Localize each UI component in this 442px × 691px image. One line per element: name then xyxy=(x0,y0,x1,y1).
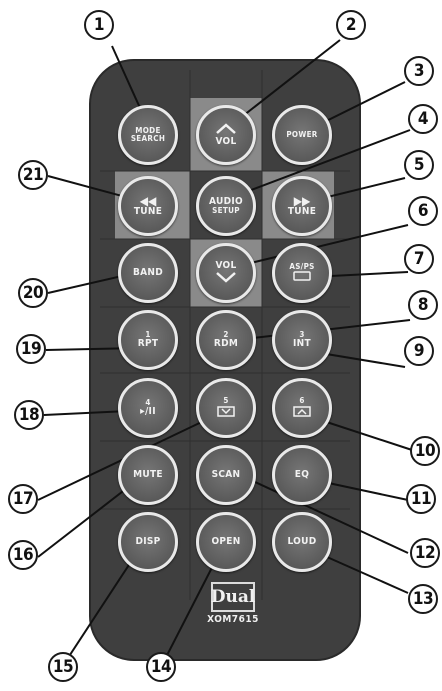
callout-20: 20 xyxy=(18,278,48,308)
callout-9: 9 xyxy=(404,336,434,366)
power-label: POWER xyxy=(286,131,317,139)
preset-6-button[interactable]: 6 xyxy=(272,378,332,438)
loud-button[interactable]: LOUD xyxy=(272,512,332,572)
fast-forward-icon: ▶▶ xyxy=(294,195,311,207)
mute-button[interactable]: MUTE xyxy=(118,445,178,505)
callout-6: 6 xyxy=(408,196,438,226)
setup-label: SETUP xyxy=(212,207,240,215)
band-button[interactable]: BAND xyxy=(118,243,178,303)
callout-3: 3 xyxy=(404,56,434,86)
mode-search-button[interactable]: MODE SEARCH xyxy=(118,105,178,165)
callout-8: 8 xyxy=(408,290,438,320)
tune-back-button[interactable]: ◀◀ TUNE xyxy=(118,176,178,236)
loud-label: LOUD xyxy=(288,537,317,548)
tune-forward-button[interactable]: ▶▶ TUNE xyxy=(272,176,332,236)
callout-16: 16 xyxy=(8,540,38,570)
callout-18: 18 xyxy=(14,400,44,430)
callout-5: 5 xyxy=(404,150,434,180)
callout-14: 14 xyxy=(146,652,176,682)
preset-2-rdm-button[interactable]: 2 RDM xyxy=(196,310,256,370)
callout-2: 2 xyxy=(336,10,366,40)
int-label: INT xyxy=(293,339,311,350)
vol-down-button[interactable]: VOL xyxy=(196,243,256,303)
rpt-label: RPT xyxy=(138,339,159,350)
as-ps-button[interactable]: AS/PS xyxy=(272,243,332,303)
folder-up-icon xyxy=(293,406,311,419)
preset-5-number: 5 xyxy=(223,397,228,405)
chevron-down-icon xyxy=(215,271,237,285)
tune-back-label: TUNE xyxy=(134,207,162,218)
search-label: SEARCH xyxy=(131,135,165,143)
eq-label: EQ xyxy=(295,470,309,481)
band-label: BAND xyxy=(133,268,163,279)
callout-4: 4 xyxy=(408,104,438,134)
callout-19: 19 xyxy=(16,334,46,364)
callout-21: 21 xyxy=(18,160,48,190)
audio-setup-button[interactable]: AUDIO SETUP xyxy=(196,176,256,236)
preset-1-rpt-button[interactable]: 1 RPT xyxy=(118,310,178,370)
preset-4-play-pause-button[interactable]: 4 ▸/II xyxy=(118,378,178,438)
rdm-label: RDM xyxy=(214,339,238,350)
preset-6-number: 6 xyxy=(299,397,304,405)
callout-13: 13 xyxy=(408,584,438,614)
scan-label: SCAN xyxy=(212,470,241,481)
disp-label: DISP xyxy=(135,537,160,548)
scan-button[interactable]: SCAN xyxy=(196,445,256,505)
chevron-up-icon xyxy=(215,123,237,137)
open-button[interactable]: OPEN xyxy=(196,512,256,572)
tune-forward-label: TUNE xyxy=(288,207,316,218)
folder-icon xyxy=(293,271,311,283)
vol-down-label: VOL xyxy=(215,261,236,272)
open-label: OPEN xyxy=(211,537,240,548)
power-button[interactable]: POWER xyxy=(272,105,332,165)
rewind-icon: ◀◀ xyxy=(140,195,157,207)
vol-up-button[interactable]: VOL xyxy=(196,105,256,165)
callout-17: 17 xyxy=(8,484,38,514)
folder-down-icon xyxy=(217,406,235,419)
brand-logo: Dual xyxy=(211,582,255,612)
callout-15: 15 xyxy=(48,652,78,682)
preset-5-button[interactable]: 5 xyxy=(196,378,256,438)
mute-label: MUTE xyxy=(133,470,163,481)
preset-3-int-button[interactable]: 3 INT xyxy=(272,310,332,370)
play-pause-label: ▸/II xyxy=(140,407,156,418)
callout-12: 12 xyxy=(410,538,440,568)
as-ps-label: AS/PS xyxy=(289,263,314,271)
callout-10: 10 xyxy=(410,436,440,466)
model-number: XOM7615 xyxy=(200,614,266,625)
callout-1: 1 xyxy=(84,10,114,40)
vol-up-label: VOL xyxy=(215,137,236,148)
callout-11: 11 xyxy=(406,484,436,514)
eq-button[interactable]: EQ xyxy=(272,445,332,505)
disp-button[interactable]: DISP xyxy=(118,512,178,572)
callout-7: 7 xyxy=(404,244,434,274)
